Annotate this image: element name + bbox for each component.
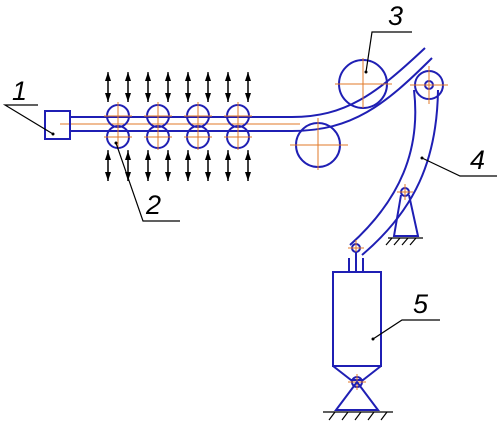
force-arrow-bottom-up-8-head (245, 151, 251, 160)
hydraulic-cylinder (323, 252, 393, 421)
roller-pairs (104, 102, 252, 150)
label-3: 3 (388, 1, 403, 31)
clamp-block (44, 110, 71, 140)
roller-pair-4 (224, 102, 252, 150)
roller-pair-3 (184, 102, 212, 150)
force-arrow-bottom-up-3-head (145, 151, 151, 160)
force-arrow-top-down-7-head (225, 93, 231, 102)
force-arrow-top-down-2-head (125, 93, 131, 102)
label-5: 5 (413, 289, 429, 319)
force-arrow-top-down-6-head (205, 93, 211, 102)
force-arrow-bottom-up-1-head (105, 151, 111, 160)
leader-lines (2, 31, 497, 340)
pressure-roller (335, 58, 392, 109)
force-arrow-bottom-up-4-head (165, 151, 171, 160)
force-arrow-top-down-5-head (185, 93, 191, 102)
force-arrow-bottom-up-5-head (185, 151, 191, 160)
label-2: 2 (145, 190, 161, 220)
force-arrow-bottom-up-2-head (125, 151, 131, 160)
force-arrow-bottom-up-7-head (225, 151, 231, 160)
force-arrow-bottom-up-6-head (205, 151, 211, 160)
lever-pivot-support (385, 184, 423, 246)
force-arrows (105, 72, 251, 181)
roller-pair-1 (104, 102, 132, 150)
roller-pair-2 (144, 102, 172, 150)
force-arrow-top-down-3-head (145, 93, 151, 102)
label-1: 1 (12, 76, 27, 106)
lower-bend-roller (290, 118, 348, 170)
force-arrow-top-down-8-head (245, 93, 251, 102)
tube (60, 47, 433, 132)
force-arrow-top-down-1-head (105, 93, 111, 102)
label-4: 4 (470, 145, 485, 175)
force-arrow-top-down-4-head (165, 93, 171, 102)
